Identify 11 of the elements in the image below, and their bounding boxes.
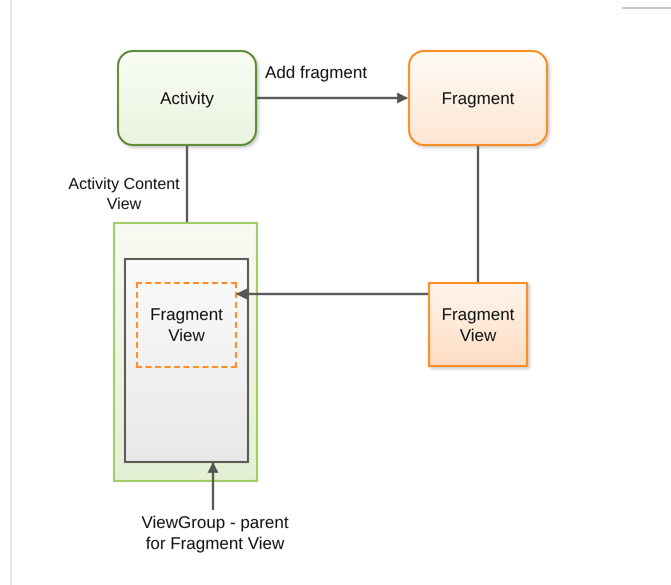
placeholder-field: Fragment View bbox=[136, 282, 237, 368]
viewgroup-box bbox=[124, 258, 249, 463]
arrow bbox=[236, 288, 428, 300]
fragment-view-box: Fragment View bbox=[428, 282, 528, 367]
activity-box: Activity bbox=[117, 50, 257, 146]
connector-line bbox=[186, 146, 188, 222]
content-view-panel bbox=[113, 222, 258, 482]
fragment-box: Fragment bbox=[408, 50, 548, 146]
arrow bbox=[257, 92, 408, 104]
arrow bbox=[208, 462, 218, 510]
connector-line bbox=[476, 146, 480, 282]
